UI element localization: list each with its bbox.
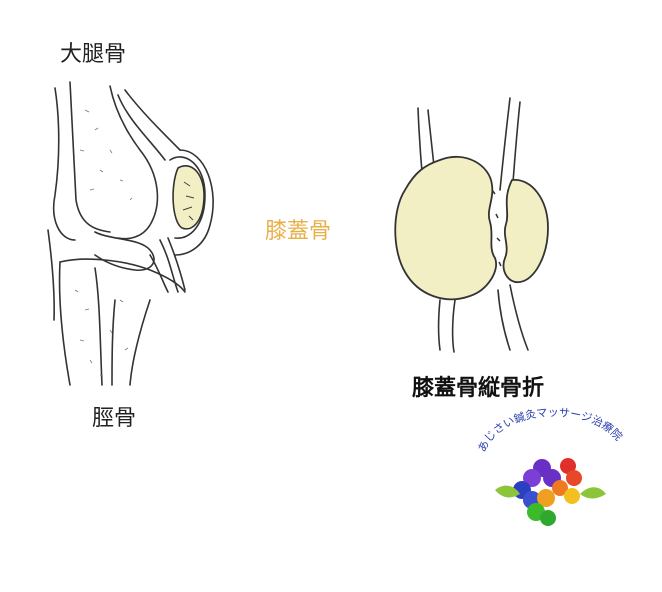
logo-text: あじさい鍼灸マッサージ治療院: [475, 406, 625, 454]
leaf-right-icon: [580, 487, 606, 498]
knee-side-view: [48, 82, 213, 385]
clinic-logo: あじさい鍼灸マッサージ治療院: [475, 406, 625, 526]
logo-flowers: [513, 458, 582, 526]
patella-fragment-left: [395, 157, 496, 299]
patella-fragment-right: [503, 180, 548, 282]
bone-texture: [75, 110, 132, 376]
patella-side: [173, 166, 204, 229]
patella-shape: [173, 166, 204, 229]
patella-fragments: [395, 157, 548, 299]
